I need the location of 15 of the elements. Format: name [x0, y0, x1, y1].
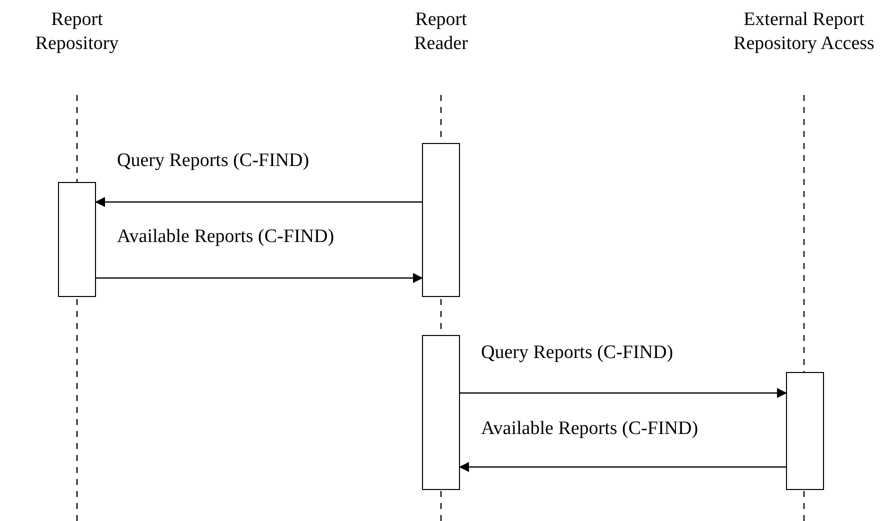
message-arrow — [95, 197, 422, 207]
participant-label: Report Repository — [12, 8, 142, 56]
message-arrow — [96, 273, 423, 283]
edge-label: Query Reports (C-FIND) — [481, 342, 674, 364]
activation-bar — [422, 143, 460, 297]
edge-label: Query Reports (C-FIND) — [117, 150, 310, 172]
activation-bar — [422, 335, 460, 490]
edge-label: Available Reports (C-FIND) — [117, 226, 334, 248]
message-arrow — [460, 388, 787, 398]
edge-label: Available Reports (C-FIND) — [481, 418, 698, 440]
activation-bar — [786, 372, 824, 490]
message-arrow — [459, 462, 786, 472]
activation-bar — [58, 182, 96, 297]
participant-label: Report Reader — [391, 8, 491, 56]
participant-label: External Report Repository Access — [729, 8, 879, 56]
